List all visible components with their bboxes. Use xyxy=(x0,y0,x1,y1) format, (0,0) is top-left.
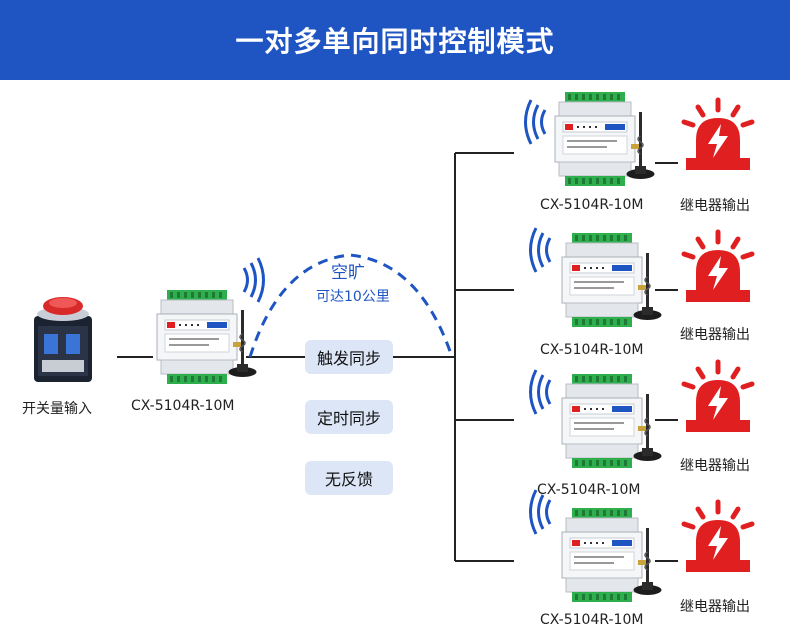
receiver-module-icon-4 xyxy=(561,507,663,603)
receiver-module-icon-2 xyxy=(561,232,663,328)
receiver-wave-icon-3 xyxy=(529,368,552,416)
wireless-main-label: 空旷 xyxy=(331,263,365,283)
mode-pill-trigger-sync: 触发同步 xyxy=(305,340,393,374)
input-device-label: 开关量输入 xyxy=(22,401,92,417)
receiver-model-label-3: CX-5104R-10M xyxy=(537,482,641,498)
alarm-beacon-icon-4 xyxy=(684,502,752,572)
receiver-module-icon-1 xyxy=(554,91,656,187)
mode-pill-label: 无反馈 xyxy=(324,470,373,489)
alarm-beacon-icon-1 xyxy=(684,100,752,170)
mode-pill-label: 触发同步 xyxy=(316,349,381,368)
receiver-wave-icon-1 xyxy=(524,98,547,146)
alarm-beacon-icon-3 xyxy=(684,362,752,432)
relay-output-label-2: 继电器输出 xyxy=(680,327,750,343)
mode-pill-timed-sync: 定时同步 xyxy=(305,400,393,434)
transmitter-module-icon xyxy=(156,289,258,385)
relay-output-label-4: 继电器输出 xyxy=(680,599,750,615)
receiver-model-label-2: CX-5104R-10M xyxy=(540,342,644,358)
alarm-beacon-icon-2 xyxy=(684,232,752,302)
push-button-switch-icon xyxy=(34,297,92,382)
receiver-model-label-4: CX-5104R-10M xyxy=(540,612,644,628)
receiver-module-icon-3 xyxy=(561,373,663,469)
receiver-wave-icon-2 xyxy=(529,226,552,274)
transmitter-model-label: CX-5104R-10M xyxy=(131,398,235,414)
receiver-model-label-1: CX-5104R-10M xyxy=(540,197,644,213)
title-banner: 一对多单向同时控制模式 xyxy=(0,0,790,80)
wireless-range-arc xyxy=(248,253,454,358)
mode-pill-label: 定时同步 xyxy=(316,409,381,428)
wireless-sub-label: 可达10公里 xyxy=(316,289,390,305)
mode-pill-no-feedback: 无反馈 xyxy=(305,461,393,495)
page-title: 一对多单向同时控制模式 xyxy=(235,25,555,58)
relay-output-label-3: 继电器输出 xyxy=(680,458,750,474)
transmitter-wave-icon xyxy=(242,256,265,304)
relay-output-label-1: 继电器输出 xyxy=(680,198,750,214)
